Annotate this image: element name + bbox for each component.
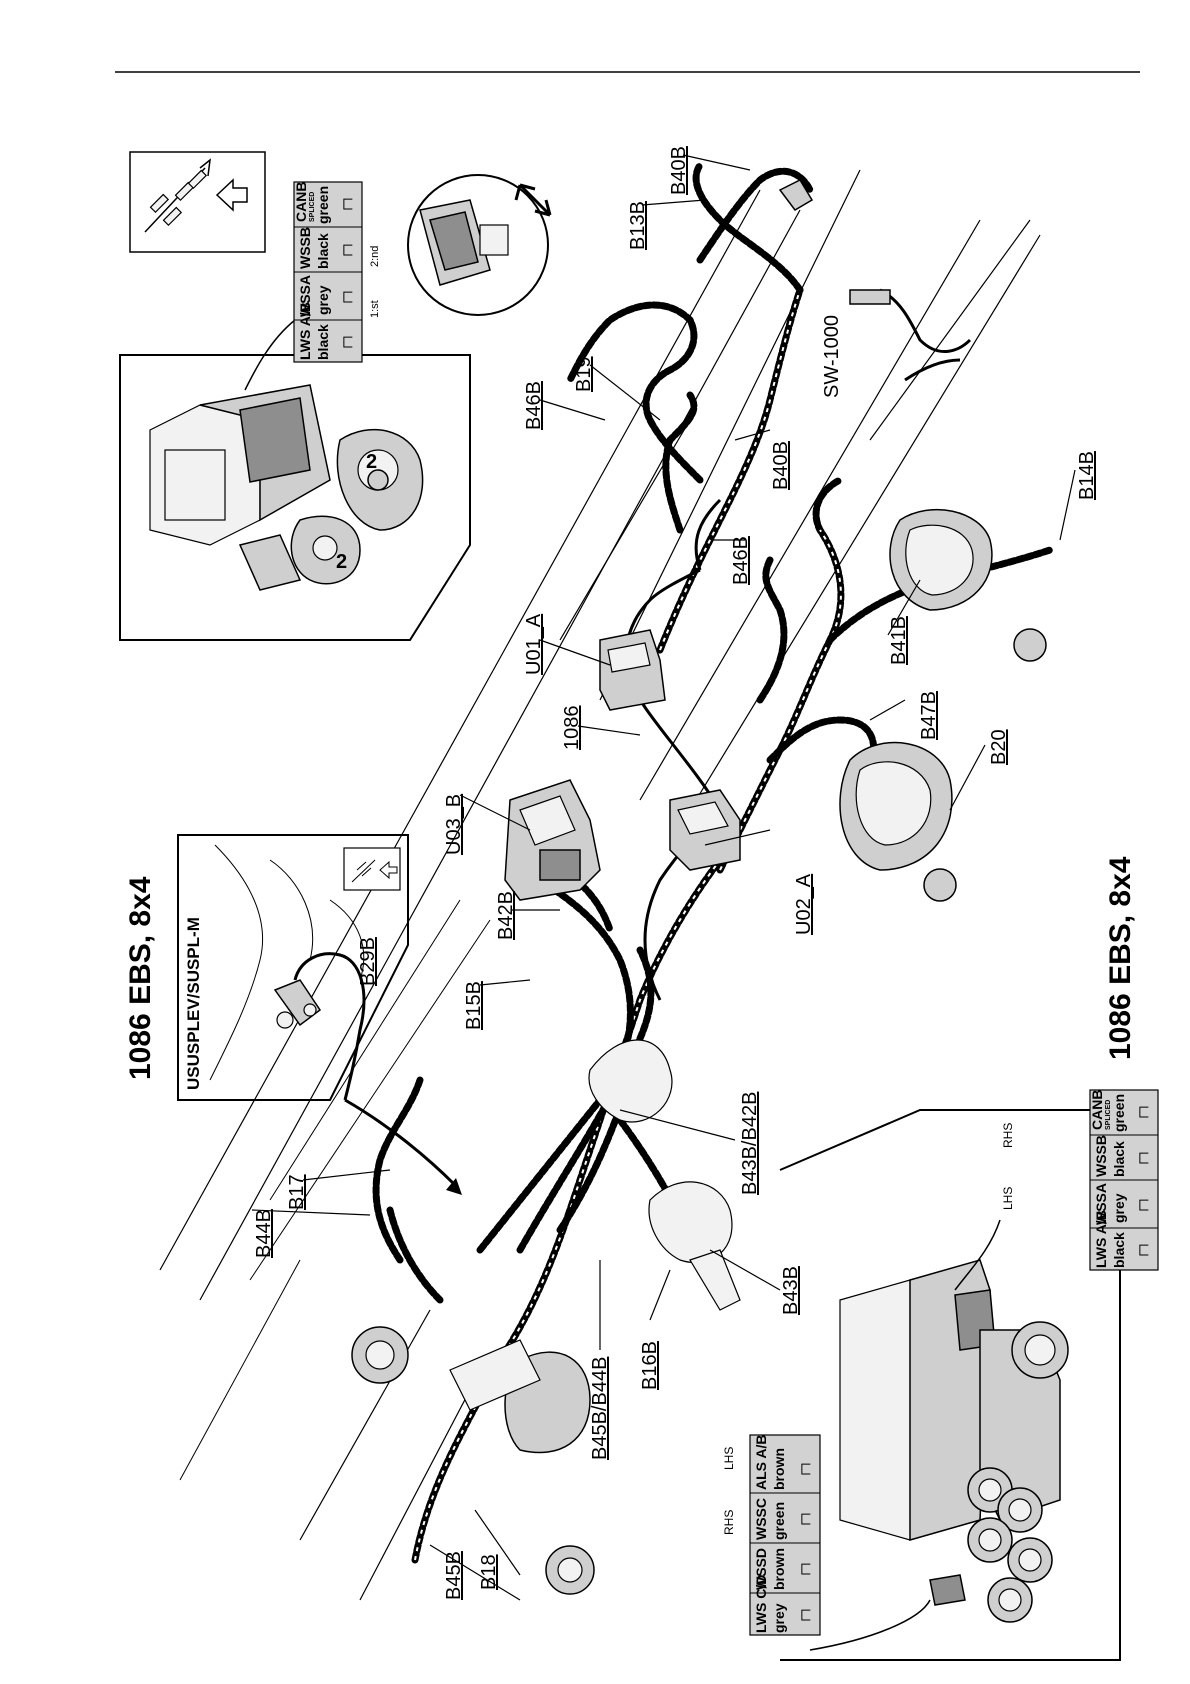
col-color-black: black xyxy=(1111,1232,1127,1268)
col-color-grey: grey xyxy=(315,285,331,315)
label-b18: B18 xyxy=(478,1554,500,1590)
col-pins: ┌┐ xyxy=(335,287,353,307)
col-color-grey: grey xyxy=(771,1603,787,1633)
connector-detail-circle xyxy=(407,174,552,316)
label-1086: 1086 xyxy=(561,706,583,751)
axle-center xyxy=(588,1039,741,1311)
col-head-canb: CANB xyxy=(1089,1090,1105,1130)
harness-1086 xyxy=(624,498,722,1001)
col-color-grey: grey xyxy=(1111,1193,1127,1223)
label-b41b: B41B xyxy=(888,616,910,665)
col-head-wssc: WSSC xyxy=(753,1498,769,1540)
col-pins: ┌┐ xyxy=(335,194,353,214)
label-u01-a: U01_A xyxy=(523,613,545,675)
side-label-rhs: RHS xyxy=(722,1510,736,1535)
col-pins: ┌┐ xyxy=(1131,1195,1149,1215)
inset-suspension-title: USUSPLEV/SUSPL-M xyxy=(184,917,203,1090)
sw-1000-connector xyxy=(849,289,891,305)
col-color-black: black xyxy=(315,324,331,360)
label-b43b: B43B xyxy=(780,1266,802,1315)
col-color-brown: brown xyxy=(771,1548,787,1590)
col-color-green: green xyxy=(1111,1094,1127,1132)
side-label-rhs: RHS xyxy=(1001,1123,1015,1148)
connector-table-bottom: LWS C/D grey ┌┐ WSSD brown ┌┐ WSSC green… xyxy=(749,1434,821,1636)
label-b43b-b42b: B43B/B42B xyxy=(739,1092,761,1195)
label-b14b: B14B xyxy=(1076,451,1098,500)
label-b29b: B29B xyxy=(357,937,379,986)
col-pins: ┌┐ xyxy=(335,240,353,260)
inset-suspension xyxy=(177,834,462,1195)
label-b45b-b44b: B45B/B44B xyxy=(589,1357,611,1460)
u03-module xyxy=(504,779,601,901)
col-sub-spliced: SPLICED xyxy=(309,192,316,222)
b40b-sensor-top xyxy=(778,179,814,211)
col-pins: ┌┐ xyxy=(1131,1240,1149,1260)
label-sw-1000: SW-1000 xyxy=(821,315,843,398)
col-pins: ┌┐ xyxy=(793,1459,811,1479)
col-pins: ┌┐ xyxy=(793,1509,811,1529)
label-b42b: B42B xyxy=(495,891,517,940)
label-u02-a: U02_A xyxy=(793,873,815,935)
label-b46b-top: B46B xyxy=(523,381,545,430)
col-head-canb: CANB xyxy=(293,182,309,222)
diagram-title-secondary: 1086 EBS, 8x4 xyxy=(1104,856,1137,1060)
col-sub-spliced: SPLICED xyxy=(1105,1100,1112,1130)
col-color-green: green xyxy=(315,186,331,224)
col-head-wssa: WSSA xyxy=(1093,1183,1109,1225)
col-pins: ┌┐ xyxy=(793,1605,811,1625)
label-b15b: B15B xyxy=(463,981,485,1030)
col-color-brown: brown xyxy=(771,1448,787,1490)
label-b20: B20 xyxy=(988,729,1010,765)
col-head-wssa: WSSA xyxy=(297,275,313,317)
note-second: 2:nd xyxy=(369,246,381,267)
module-port-mark-2a: 2 xyxy=(336,551,347,573)
wheel-hub-upper-right xyxy=(889,508,1047,662)
orientation-icon-top xyxy=(129,151,266,253)
col-head-lws-cd: LWS C/D xyxy=(753,1575,769,1633)
wheel-hub-right xyxy=(839,741,957,902)
axle-left xyxy=(351,1326,595,1595)
diagram-title: 1086 EBS, 8x4 xyxy=(124,876,157,1080)
label-b44b: B44B xyxy=(253,1209,275,1258)
label-b47b: B47B xyxy=(918,691,940,740)
connector-table-top: LWS A/B black ┌┐ WSSA grey ┌┐ WSSB black… xyxy=(293,181,381,363)
col-pins: ┌┐ xyxy=(335,332,353,352)
col-color-black: black xyxy=(315,233,331,269)
col-pins: ┌┐ xyxy=(793,1559,811,1579)
side-label-lhs: LHS xyxy=(1001,1187,1015,1210)
label-b13b: B13B xyxy=(627,201,649,250)
inset-ebs-module-bottom xyxy=(779,1109,1121,1661)
label-b40b-mid: B40B xyxy=(770,441,792,490)
col-head-wssb: WSSB xyxy=(1093,1135,1109,1177)
u02-module xyxy=(669,789,741,871)
col-color-black: black xyxy=(1111,1141,1127,1177)
col-head-lws-ab: LWS A/B xyxy=(1093,1210,1109,1268)
note-first: 1:st xyxy=(369,300,381,318)
inset-ebs-module-top xyxy=(119,319,471,641)
label-b16b: B16B xyxy=(639,1341,661,1390)
label-b17: B17 xyxy=(286,1174,308,1210)
col-pins: ┌┐ xyxy=(1131,1148,1149,1168)
col-color-green: green xyxy=(771,1502,787,1540)
chassis-frame xyxy=(159,169,1041,1601)
col-head-wssd: WSSD xyxy=(753,1548,769,1590)
label-b19: B19 xyxy=(573,356,595,392)
col-head-lws-ab: LWS A/B xyxy=(297,302,313,360)
module-port-mark-2b: 2 xyxy=(366,451,377,473)
connector-table-right: LWS A/B black ┌┐ WSSA grey ┌┐ WSSB black… xyxy=(1089,1089,1159,1271)
label-u03-b: U03_B xyxy=(443,794,465,855)
label-b46b-mid: B46B xyxy=(730,536,752,585)
col-pins: ┌┐ xyxy=(1131,1102,1149,1122)
label-b45b: B45B xyxy=(443,1551,465,1600)
leader-lines xyxy=(251,154,1076,1601)
col-head-wssb: WSSB xyxy=(297,227,313,269)
sw-1000-cable xyxy=(879,288,972,382)
label-b40b-top: B40B xyxy=(668,146,690,195)
u01-module xyxy=(599,629,666,711)
side-label-lhs: LHS xyxy=(722,1447,736,1470)
col-head-als-ab: ALS A/B xyxy=(753,1435,769,1490)
